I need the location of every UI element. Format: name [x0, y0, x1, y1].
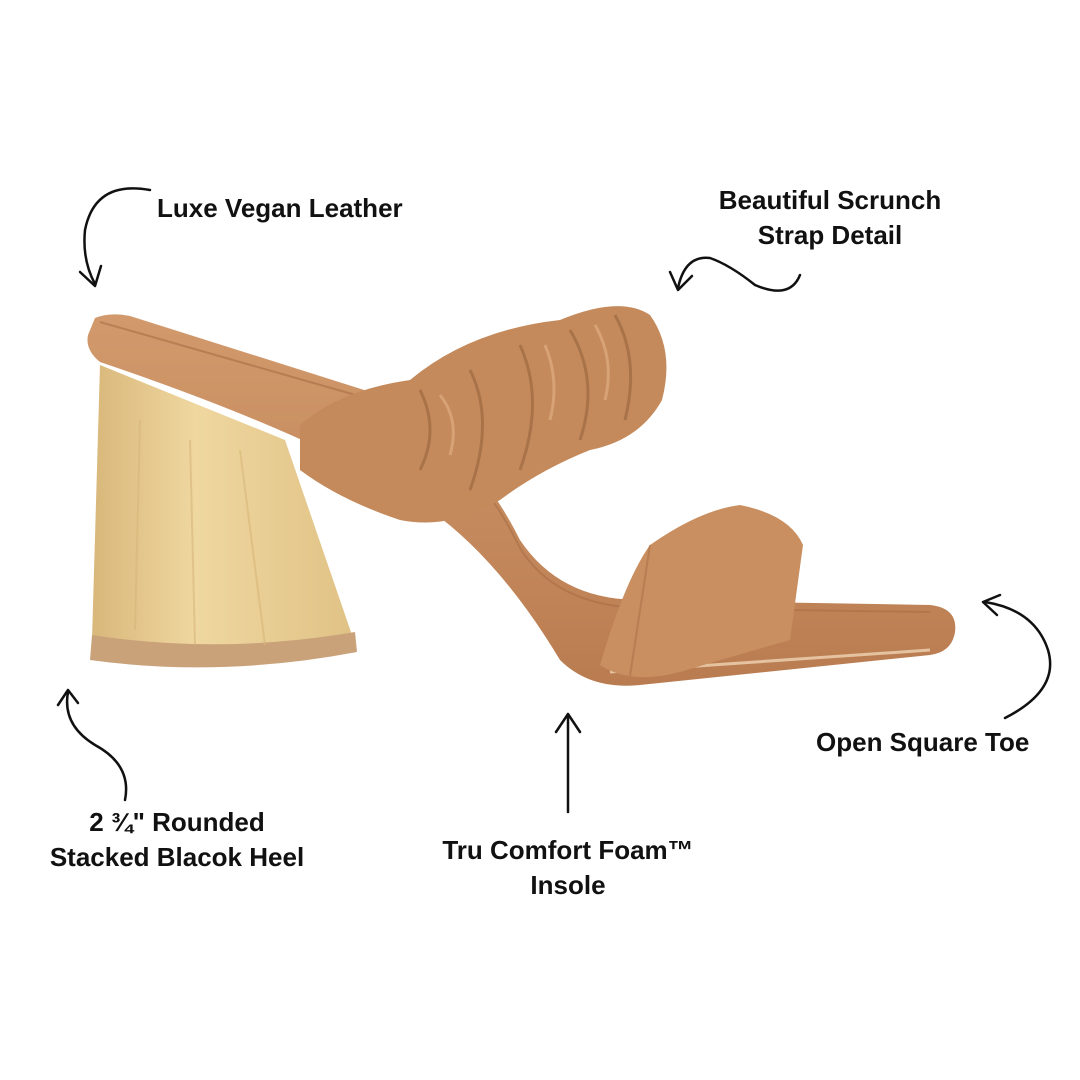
callout-open-square-toe: Open Square Toe	[816, 725, 1029, 760]
scrunch-strap	[300, 306, 667, 523]
arrow-toe-icon	[981, 593, 1052, 720]
front-strap	[600, 505, 803, 678]
arrow-insole-icon	[554, 712, 582, 814]
callout-text: Strap Detail	[757, 220, 903, 250]
callout-text: Tru Comfort Foam™	[442, 835, 694, 865]
callout-text: 2 ¾" Rounded	[89, 807, 265, 837]
callout-text: Luxe Vegan Leather	[157, 193, 403, 223]
callout-insole: Tru Comfort Foam™ Insole	[408, 833, 728, 903]
arrow-heel-icon	[56, 688, 128, 802]
callout-text: Beautiful Scrunch	[718, 185, 942, 215]
arrow-leather-icon	[78, 187, 152, 288]
callout-text: Stacked Blacok Heel	[49, 842, 305, 872]
callout-heel: 2 ¾" Rounded Stacked Blacok Heel	[17, 805, 337, 875]
arrow-strap-icon	[668, 256, 802, 292]
callout-text: Insole	[530, 870, 606, 900]
heel	[90, 365, 357, 668]
callout-luxe-vegan-leather: Luxe Vegan Leather	[157, 191, 403, 226]
callout-text: Open Square Toe	[816, 727, 1030, 757]
callout-scrunch-strap: Beautiful Scrunch Strap Detail	[690, 183, 970, 253]
